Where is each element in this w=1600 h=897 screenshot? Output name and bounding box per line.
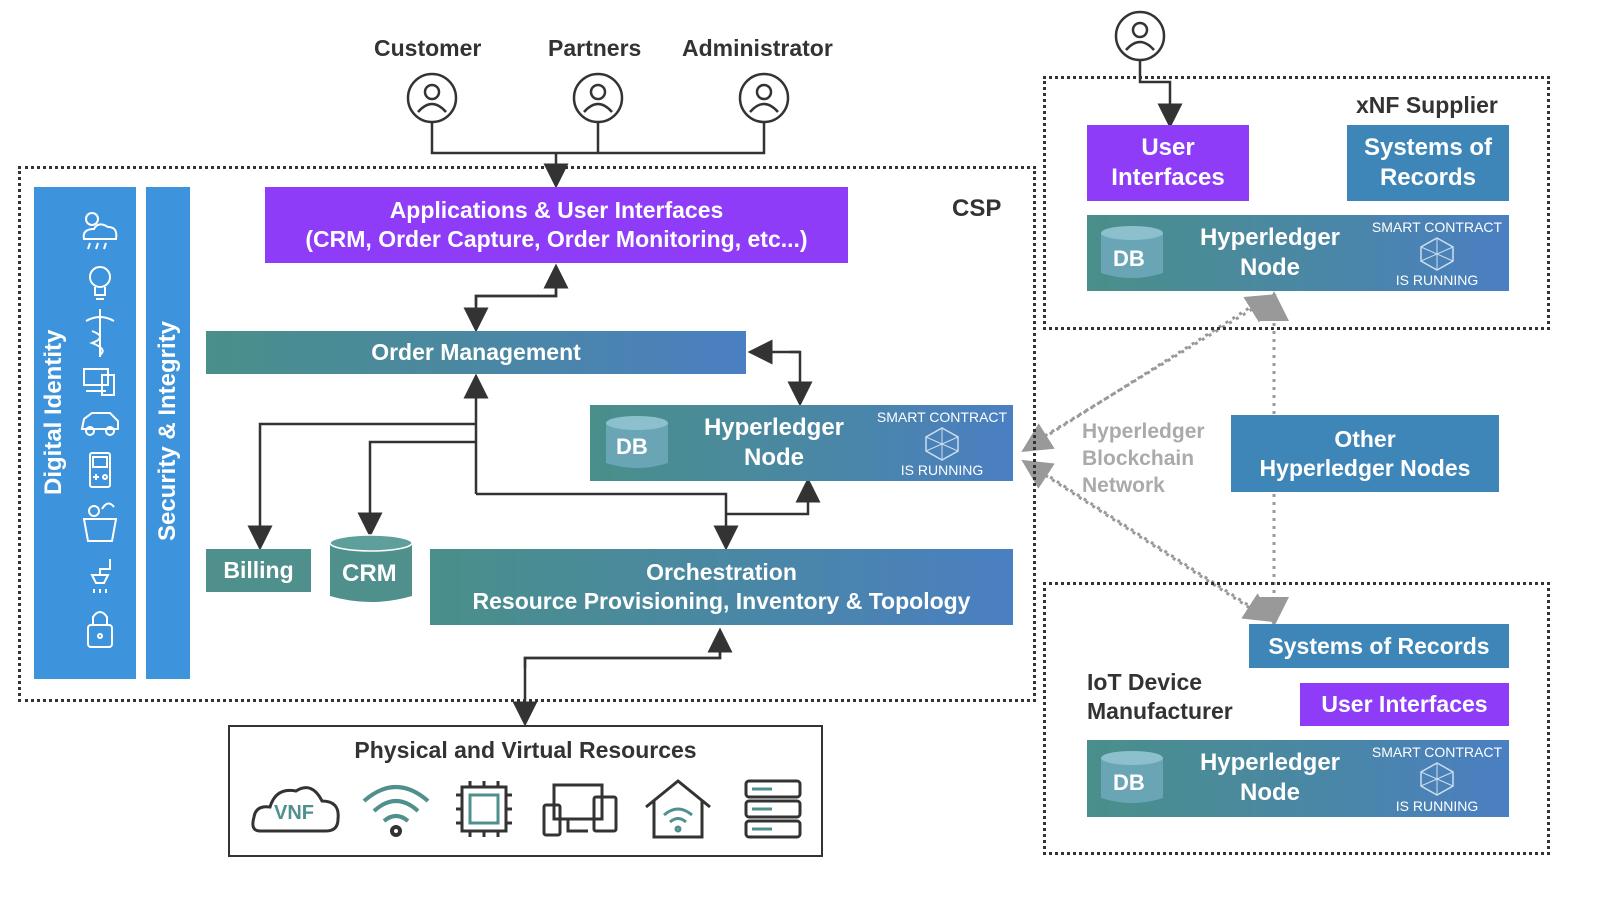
devices-icon (542, 783, 618, 837)
server-icon (744, 779, 802, 839)
iot-node-db-label: DB (1113, 770, 1145, 795)
resources-box: Physical and Virtual Resources VNF (228, 725, 823, 857)
xnf-node-title: Hyperledger Node (1185, 223, 1355, 283)
network-line1: Hyperledger (1082, 420, 1205, 443)
wifi-icon (362, 785, 430, 837)
chip-icon (456, 781, 512, 837)
order-management-box: Order Management (206, 331, 746, 374)
xnf-smart-contract-bottom: IS RUNNING (1395, 272, 1479, 288)
csp-hyperledger-node: DB Hyperledger Node SMART CONTRACT IS RU… (590, 405, 1013, 481)
devices-icon (83, 368, 115, 396)
smart-contract-icon (1420, 237, 1454, 271)
weather-icon (82, 212, 118, 250)
network-line2: Blockchain (1082, 447, 1195, 470)
billing-label: Billing (223, 557, 294, 583)
resources-icons (251, 779, 802, 839)
xnf-smart-contract-top: SMART CONTRACT (1371, 219, 1503, 235)
iot-sor-label: Systems of Records (1268, 632, 1490, 659)
order-management-label: Order Management (371, 339, 581, 365)
digital-identity-label: Digital Identity (40, 329, 67, 495)
iot-node-title: Hyperledger Node (1185, 748, 1355, 808)
applications-ui-box: Applications & User Interfaces (CRM, Ord… (265, 187, 848, 263)
xnf-user-icon (1114, 10, 1166, 62)
other-hyperledger-nodes-box: Other Hyperledger Nodes (1231, 415, 1499, 492)
xnf-node-title-line2: Node (1240, 254, 1300, 281)
iot-user-interfaces-box: User Interfaces (1300, 683, 1509, 726)
resources-title: Physical and Virtual Resources (354, 737, 697, 763)
orchestration-line2: Resource Provisioning, Inventory & Topol… (472, 588, 971, 614)
xnf-supplier-boundary (1043, 76, 1550, 330)
xnf-sor-line1: Systems of (1363, 134, 1493, 161)
sidebar-icon-column (80, 212, 119, 648)
applications-line1: Applications & User Interfaces (389, 197, 724, 223)
other-nodes-line2: Hyperledger Nodes (1259, 454, 1471, 481)
iot-hyperledger-node: DB Hyperledger Node SMART CONTRACT IS RU… (1087, 740, 1509, 817)
security-integrity-label: Security & Integrity (154, 320, 181, 542)
database-icon (606, 416, 668, 468)
xnf-node-db-label: DB (1113, 246, 1145, 271)
lock-icon (87, 611, 113, 648)
blockchain-network-label: Hyperledger Blockchain Network (1082, 418, 1205, 499)
iot-ui-label: User Interfaces (1321, 691, 1488, 717)
billing-box: Billing (206, 549, 311, 592)
actor-administrator-label: Administrator (682, 35, 833, 61)
iot-smart-contract-bottom: IS RUNNING (1395, 798, 1479, 814)
xnf-ui-line1: User (1141, 134, 1195, 161)
xnf-systems-of-records-box: Systems of Records (1347, 125, 1509, 201)
gameboy-icon (89, 452, 111, 488)
xnf-supplier-label: xNF Supplier (1356, 92, 1498, 118)
iot-node-title-line1: Hyperledger (1199, 749, 1341, 776)
iot-label-line2: Manufacturer (1087, 698, 1233, 724)
applications-line2: (CRM, Order Capture, Order Monitoring, e… (305, 226, 808, 252)
other-nodes-line1: Other (1334, 425, 1396, 452)
csp-node-title-line1: Hyperledger (703, 414, 845, 441)
csp-label: CSP (952, 195, 1002, 222)
shower-icon (90, 559, 111, 593)
iot-node-title-line2: Node (1240, 779, 1300, 806)
crm-database-icon (329, 534, 413, 602)
xnf-user-interfaces-box: User Interfaces (1087, 125, 1249, 201)
csp-smart-contract-top: SMART CONTRACT (876, 409, 1008, 425)
actor-customer-label: Customer (374, 35, 482, 61)
food-basket-icon (82, 502, 118, 542)
csp-node-db-label: DB (616, 434, 648, 459)
iot-smart-contract-top: SMART CONTRACT (1371, 744, 1503, 760)
orchestration-line1: Orchestration (646, 559, 797, 585)
xnf-sor-line2: Records (1379, 164, 1477, 191)
caduceus-icon (85, 309, 115, 357)
csp-node-title: Hyperledger Node (690, 413, 858, 473)
xnf-ui-line2: Interfaces (1111, 164, 1225, 191)
iot-manufacturer-label: IoT Device Manufacturer (1087, 668, 1233, 726)
network-line3: Network (1082, 474, 1165, 497)
iot-systems-of-records-box: Systems of Records (1249, 624, 1509, 668)
xnf-hyperledger-node: DB Hyperledger Node SMART CONTRACT IS RU… (1087, 215, 1509, 291)
orchestration-box: Orchestration Resource Provisioning, Inv… (430, 549, 1013, 625)
partners-user-icon (572, 72, 624, 124)
customer-user-icon (406, 72, 458, 124)
smart-contract-icon (925, 427, 959, 461)
database-icon (1101, 751, 1163, 803)
smart-home-icon (645, 779, 711, 839)
csp-boundary (18, 166, 1036, 702)
csp-node-title-line2: Node (744, 444, 804, 471)
crm-label: CRM (342, 560, 397, 587)
iot-manufacturer-boundary (1043, 582, 1550, 855)
csp-smart-contract-bottom: IS RUNNING (900, 462, 984, 478)
vnf-label: VNF (274, 802, 314, 824)
smart-contract-icon (1420, 762, 1454, 796)
iot-label-line1: IoT Device (1087, 669, 1203, 695)
actor-partners-label: Partners (548, 35, 642, 61)
car-icon (80, 412, 119, 436)
xnf-node-title-line1: Hyperledger (1199, 224, 1341, 251)
database-icon (1101, 226, 1163, 278)
lightbulb-icon (89, 266, 111, 300)
digital-identity-bar: Digital Identity (34, 187, 136, 679)
administrator-user-icon (738, 72, 790, 124)
cloud-vnf-icon (251, 786, 340, 833)
security-integrity-bar: Security & Integrity (146, 187, 190, 679)
